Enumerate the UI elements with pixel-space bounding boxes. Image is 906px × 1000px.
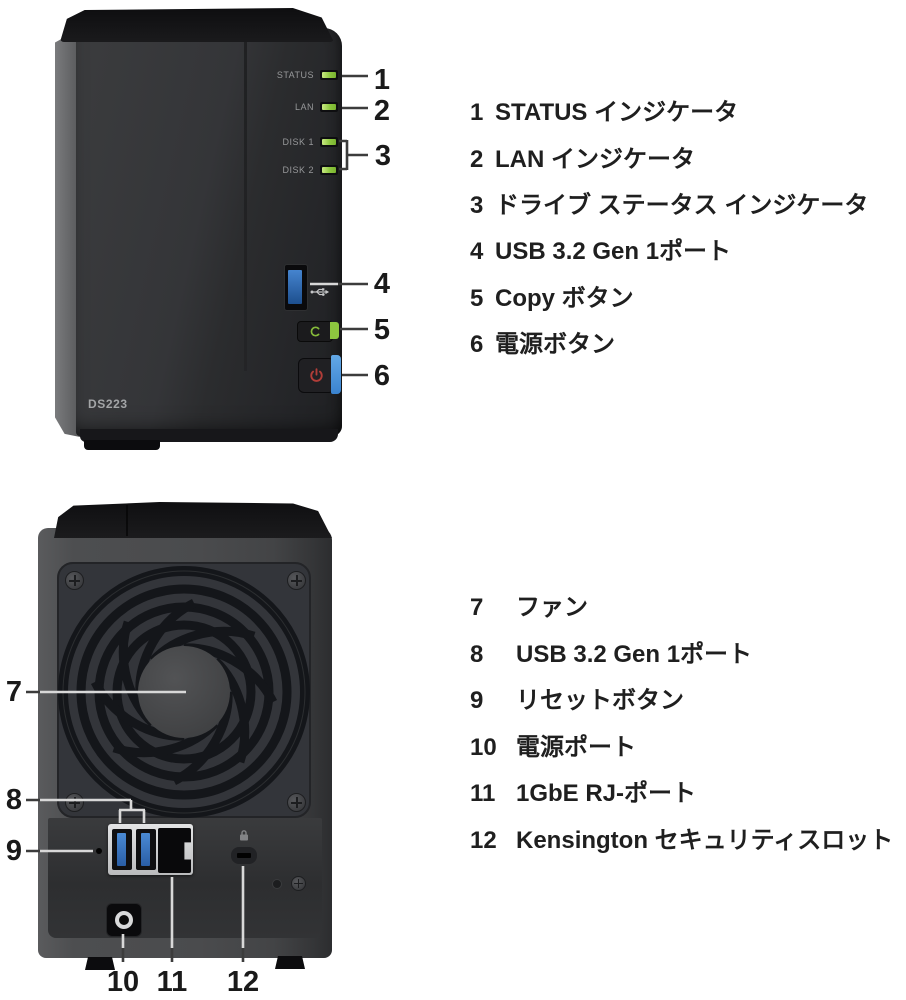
legend-item-7: 7 ファン [470, 591, 588, 625]
screw-icon [287, 571, 306, 590]
screw-icon [65, 571, 84, 590]
legend-label: USB 3.2 Gen 1ポート [516, 641, 753, 668]
callout-number-1: 1 [373, 64, 391, 96]
callout-number-4: 4 [373, 268, 391, 300]
legend-label: LAN インジケータ [495, 146, 695, 173]
legend-item-10: 10 電源ポート [470, 731, 636, 765]
lan-led-icon [320, 102, 338, 112]
legend-label: ファン [516, 594, 588, 621]
power-port[interactable] [106, 903, 142, 937]
legend-label: STATUS インジケータ [495, 99, 739, 126]
lock-icon [240, 830, 248, 841]
power-icon [310, 368, 323, 382]
copy-icon [310, 326, 319, 337]
disk1-led-icon [320, 137, 338, 147]
front-top-cover [60, 8, 334, 42]
legend-label: リセットボタン [516, 687, 684, 714]
front-usb-port[interactable] [284, 264, 308, 311]
power-accent-strip [331, 355, 341, 394]
legend-item-4: 4 USB 3.2 Gen 1ポート [470, 235, 731, 269]
back-top-cover [54, 502, 332, 538]
callout-number-11: 11 [156, 966, 188, 998]
legend-num: 8 [470, 641, 484, 668]
legend-num: 11 [470, 780, 496, 807]
legend-num: 9 [470, 687, 484, 714]
back-foot [85, 957, 115, 970]
callout-number-10: 10 [106, 966, 140, 998]
legend-label: 電源ボタン [495, 331, 615, 358]
callout-number-2: 2 [373, 95, 391, 127]
legend-label: Kensington セキュリティスロット [516, 827, 894, 854]
power-button[interactable] [298, 358, 335, 393]
legend-num: 2 [470, 146, 484, 173]
disk2-led-label: DISK 2 [282, 165, 314, 175]
model-label: DS223 [88, 397, 128, 411]
legend-label: 1GbE RJ-ポート [516, 780, 697, 807]
legend-item-6: 6 電源ボタン [470, 328, 615, 362]
screw-icon [287, 793, 306, 812]
callout-number-7: 7 [5, 676, 23, 708]
legend-num: 7 [470, 594, 484, 621]
copy-button[interactable] [297, 321, 333, 342]
callout-number-6: 6 [373, 360, 391, 392]
status-led-label: STATUS [276, 70, 314, 80]
legend-item-11: 11 1GbE RJ-ポート [470, 777, 696, 811]
back-usb-port-2[interactable] [136, 829, 156, 870]
legend-item-9: 9 リセットボタン [470, 684, 684, 718]
legend-item-2: 2 LAN インジケータ [470, 143, 695, 177]
back-foot [275, 956, 305, 969]
back-cover-seam [126, 505, 128, 536]
legend-item-3: 3 ドライブ ステータス インジケータ [470, 189, 868, 223]
copy-led-strip [330, 322, 339, 339]
screw-icon [291, 876, 306, 891]
screw-hole [272, 879, 282, 889]
legend-item-5: 5 Copy ボタン [470, 282, 634, 316]
callout-number-5: 5 [373, 314, 391, 346]
disk2-led-icon [320, 165, 338, 175]
legend-num: 4 [470, 238, 484, 265]
legend-num: 3 [470, 192, 484, 219]
legend-num: 1 [470, 99, 484, 126]
callout-number-12: 12 [226, 966, 260, 998]
kensington-security-slot[interactable] [231, 847, 257, 864]
legend-num: 6 [470, 331, 484, 358]
reset-button[interactable] [96, 848, 102, 854]
legend-item-8: 8 USB 3.2 Gen 1ポート [470, 638, 752, 672]
legend-label: ドライブ ステータス インジケータ [495, 192, 869, 219]
legend-label: 電源ポート [516, 734, 636, 761]
legend-num: 12 [470, 827, 497, 854]
legend-item-12: 12 Kensington セキュリティスロット [470, 824, 893, 858]
legend-num: 10 [470, 734, 497, 761]
callout-number-3: 3 [374, 140, 392, 172]
legend-label: USB 3.2 Gen 1ポート [495, 238, 732, 265]
callout-number-8: 8 [5, 784, 23, 816]
screw-icon [65, 793, 84, 812]
lan-led-label: LAN [294, 102, 314, 112]
status-led-icon [320, 70, 338, 80]
callout-number-9: 9 [5, 835, 23, 867]
legend-label: Copy ボタン [495, 285, 634, 312]
legend-item-1: 1 STATUS インジケータ [470, 96, 738, 130]
fan-grille [57, 562, 311, 818]
disk1-led-label: DISK 1 [282, 137, 314, 147]
legend-num: 5 [470, 285, 484, 312]
usb-icon [310, 288, 330, 296]
front-face-panel [76, 28, 342, 436]
front-base [80, 429, 338, 442]
back-usb-port-1[interactable] [112, 829, 132, 870]
front-foot [84, 440, 160, 450]
